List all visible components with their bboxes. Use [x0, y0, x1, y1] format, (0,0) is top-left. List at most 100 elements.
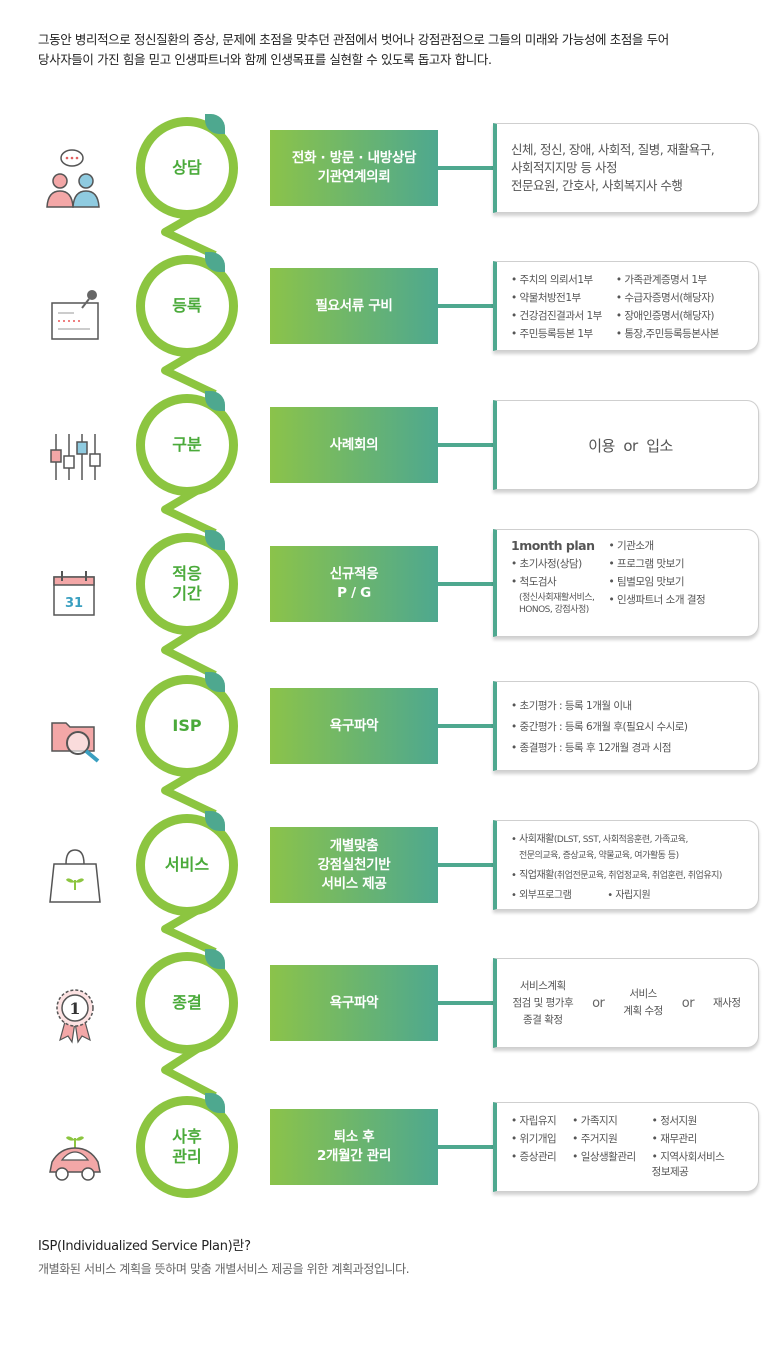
document-pin-icon — [40, 281, 110, 351]
step-ring: 서비스 — [136, 811, 238, 916]
intro-text: 그동안 병리적으로 정신질환의 증상, 문제에 초점을 맞추던 관점에서 벗어나… — [38, 30, 758, 70]
leaf-icon — [205, 949, 225, 969]
list-item: 프로그램 맛보기 — [609, 556, 706, 571]
step-label: 등록 — [172, 296, 202, 315]
service-item: 외부프로그램 — [511, 886, 572, 901]
car-sprout-icon — [40, 1122, 110, 1192]
list-item: 가족관계증명서 1부 — [616, 272, 719, 287]
detail-box: 1month plan 초기사정(상담) 척도검사 (정신사회재활서비스, HO… — [493, 529, 759, 637]
sliders-icon — [40, 420, 110, 490]
or-text: or — [681, 995, 695, 1011]
calendar-icon: 31 — [40, 559, 110, 629]
list-item: 위기개입 — [511, 1131, 557, 1146]
connector-line — [438, 304, 495, 308]
connector-line — [438, 1001, 495, 1005]
list-item: 증상관리 — [511, 1149, 557, 1164]
detail-text: 이용 or 입소 — [588, 436, 673, 455]
detail-box: 주치의 의뢰서1부 약물처방전1부 건강검진결과서 1부 주민등록등본 1부 가… — [493, 261, 759, 351]
list-item: 팀별모임 맛보기 — [609, 574, 706, 589]
list-item: 장애인증명서(해당자) — [616, 308, 719, 323]
step-pill: 퇴소 후 2개월간 관리 — [270, 1109, 438, 1185]
step-ring: 등록 — [136, 252, 238, 357]
step-label: 구분 — [172, 435, 202, 454]
list-item: 재무관리 — [652, 1131, 725, 1146]
list-item: 약물처방전1부 — [511, 290, 602, 305]
detail-box: 이용 or 입소 — [493, 400, 759, 490]
step-classification: 구분 사례회의 이용 or 입소 — [0, 391, 780, 514]
shopping-bag-icon — [40, 840, 110, 910]
step-isp: ISP 욕구파악 초기평가 : 등록 1개월 이내 중간평가 : 등록 6개월 … — [0, 672, 780, 795]
leaf-icon — [205, 114, 225, 134]
list-item: 초기사정(상담) — [511, 556, 595, 571]
award-number: 1 — [69, 999, 80, 1018]
step-label: 종결 — [172, 993, 202, 1012]
step-pill: 필요서류 구비 — [270, 268, 438, 344]
step-adaptation: 31 적응 기간 신규적응 P / G 1month plan 초기사정(상담)… — [0, 529, 780, 653]
step-pill: 전화 · 방문 · 내방상담 기관연계의뢰 — [270, 130, 438, 206]
step-label: 사후 관리 — [172, 1127, 202, 1166]
leaf-icon — [205, 391, 225, 411]
step-pill: 욕구파악 — [270, 688, 438, 764]
connector-line — [438, 166, 495, 170]
list-item: 일상생활관리 — [572, 1149, 636, 1164]
detail-box: 서비스계획 점검 및 평가후 종결 확정 or 서비스 계획 수정 or 재사정 — [493, 958, 759, 1048]
connector-line — [438, 724, 495, 728]
plan-heading: 1month plan — [511, 538, 595, 553]
step-pill: 욕구파악 — [270, 965, 438, 1041]
detail-box: 신체, 정신, 장애, 사회적, 질병, 재활욕구, 사회적지지망 등 사정 전… — [493, 123, 759, 213]
service-item: 직업재활 — [511, 870, 554, 881]
detail-box: 사회재활(DLST, SST, 사회적응훈련, 가족교육, 전문의교육, 증상교… — [493, 820, 759, 910]
step-registration: 등록 필요서류 구비 주치의 의뢰서1부 약물처방전1부 건강검진결과서 1부 … — [0, 252, 780, 375]
step-termination: 1 종결 욕구파악 서비스계획 점검 및 평가후 종결 확정 or 서비스 계획… — [0, 949, 780, 1072]
detail-text: 신체, 정신, 장애, 사회적, 질병, 재활욕구, 사회적지지망 등 사정 전… — [511, 142, 715, 193]
list-item: 정서지원 — [652, 1113, 725, 1128]
option-text: 서비스 계획 수정 — [623, 988, 663, 1017]
leaf-icon — [205, 252, 225, 272]
list-item: 건강검진결과서 1부 — [511, 308, 603, 323]
note-text: (정신사회재활서비스, HONOS, 강점사정) — [519, 593, 595, 615]
step-pill: 사례회의 — [270, 407, 438, 483]
leaf-icon — [205, 530, 225, 550]
list-item: 초기평가 : 등록 1개월 이내 — [511, 698, 688, 713]
step-ring: 구분 — [136, 391, 238, 496]
list-item: 주거지원 — [572, 1131, 636, 1146]
service-note: 전문의교육, 증상교육, 약물교육, 여가활동 등) — [519, 850, 679, 861]
step-ring: ISP — [136, 672, 238, 777]
list-item: 지역사회서비스 정보제공 — [652, 1149, 725, 1179]
detail-box: 초기평가 : 등록 1개월 이내 중간평가 : 등록 6개월 후(필요시 수시로… — [493, 681, 759, 771]
chat-people-icon — [40, 143, 110, 213]
folder-search-icon — [40, 701, 110, 771]
service-item: 자립지원 — [607, 886, 650, 901]
connector-line — [438, 443, 495, 447]
list-item: 자립유지 — [511, 1113, 557, 1128]
step-ring: 상담 — [136, 114, 238, 219]
step-label: ISP — [172, 716, 202, 735]
or-text: or — [592, 995, 605, 1011]
list-item: 수급자증명서(해당자) — [616, 290, 719, 305]
award-ribbon-icon: 1 — [40, 978, 110, 1048]
option-text: 서비스계획 점검 및 평가후 종결 확정 — [512, 979, 574, 1026]
service-note: (DLST, SST, 사회적응훈련, 가족교육, — [553, 834, 688, 845]
step-label: 적응 기간 — [172, 564, 202, 603]
connector-line — [438, 863, 495, 867]
footer: ISP(Individualized Service Plan)란? 개별화된 … — [38, 1235, 758, 1277]
list-item: 인생파트너 소개 결정 — [609, 592, 706, 607]
intro-line-1: 그동안 병리적으로 정신질환의 증상, 문제에 초점을 맞추던 관점에서 벗어나… — [38, 32, 669, 47]
step-ring: 적응 기간 — [136, 530, 238, 635]
list-item: 중간평가 : 등록 6개월 후(필요시 수시로) — [511, 719, 688, 734]
leaf-icon — [205, 1093, 225, 1113]
option-text: 재사정 — [713, 996, 741, 1009]
step-label: 서비스 — [164, 855, 210, 874]
list-item: 척도검사 — [511, 574, 595, 589]
calendar-day: 31 — [65, 596, 83, 611]
list-item: 종결평가 : 등록 후 12개월 경과 시점 — [511, 740, 688, 755]
connector-line — [438, 582, 495, 586]
leaf-icon — [205, 672, 225, 692]
list-item: 통장,주민등록등본사본 — [616, 326, 719, 341]
step-aftercare: 사후 관리 퇴소 후 2개월간 관리 자립유지 위기개입 증상관리 가족지지 주… — [0, 1093, 780, 1216]
leaf-icon — [205, 811, 225, 831]
step-pill: 개별맞춤 강점실천기반 서비스 제공 — [270, 827, 438, 903]
list-item: 주치의 의뢰서1부 — [511, 272, 602, 287]
step-ring: 종결 — [136, 949, 238, 1054]
footer-desc: 개별화된 서비스 계획을 뜻하며 맞춤 개별서비스 제공을 위한 계획과정입니다… — [38, 1262, 410, 1276]
